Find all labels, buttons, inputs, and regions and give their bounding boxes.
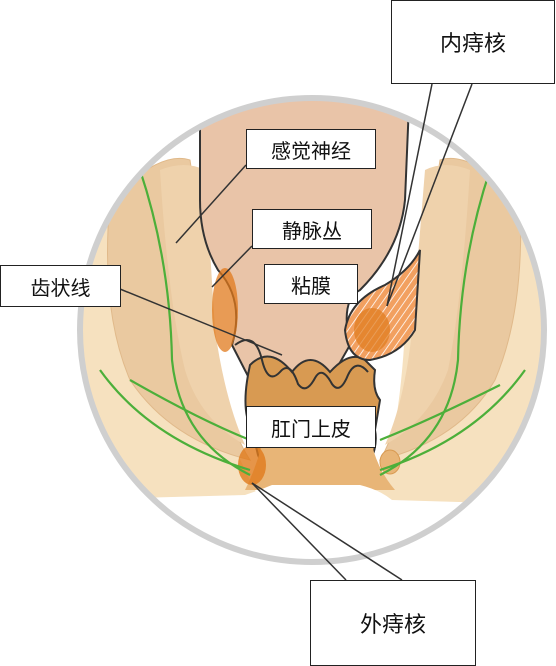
left-muscle-inner — [160, 165, 245, 445]
diagram-circle — [77, 95, 547, 565]
leader-lines — [119, 83, 473, 581]
label-external-hemorrhoid: 外痔核 — [310, 580, 476, 666]
label-sensory-nerve: 感觉神经 — [246, 129, 376, 169]
sensory-nerves — [99, 169, 526, 476]
label-anal-epithelium: 肛门上皮 — [246, 406, 376, 448]
anal-canal-lower — [245, 445, 395, 490]
label-venous-plexus: 静脉丛 — [252, 209, 372, 249]
label-mucosa: 粘膜 — [264, 264, 358, 304]
external-hemorrhoid-shape — [238, 445, 266, 485]
label-dentate-line: 齿状线 — [0, 265, 121, 307]
label-internal-hemorrhoid: 内痔核 — [391, 0, 555, 84]
right-muscle-inner — [385, 165, 470, 445]
venous-plexus-shape — [212, 268, 238, 352]
dentate-line-edge — [234, 339, 369, 390]
